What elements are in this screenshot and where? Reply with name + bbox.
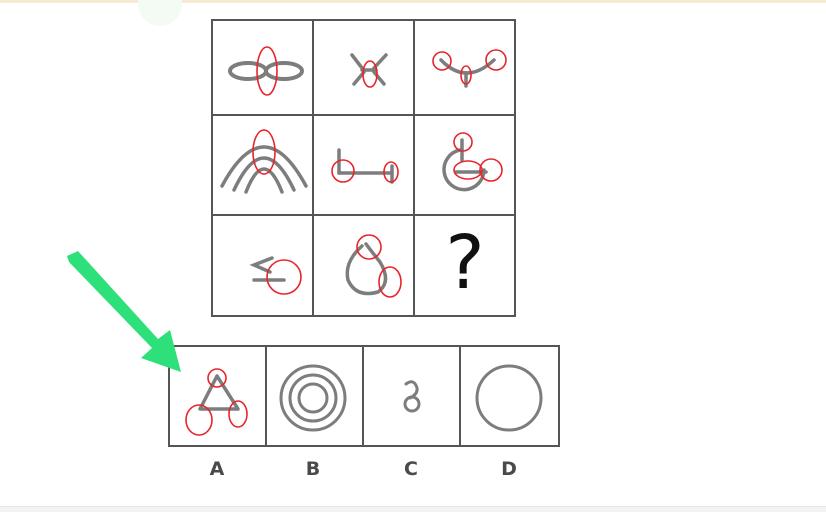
options-grid — [168, 345, 560, 447]
option-label-d[interactable]: D — [501, 458, 517, 480]
option-label-a[interactable]: A — [209, 458, 225, 480]
option-a-figure[interactable] — [198, 374, 240, 411]
option-d-figure[interactable] — [475, 364, 543, 432]
highlight-circle — [252, 129, 276, 175]
highlight-circle — [228, 400, 248, 428]
puzzle-grid — [211, 19, 516, 317]
option-b-figure[interactable] — [279, 364, 347, 432]
option-c-figure[interactable] — [403, 380, 421, 413]
highlight-circle — [485, 49, 507, 71]
option-label-c[interactable]: C — [404, 458, 418, 480]
highlight-circle — [256, 46, 278, 96]
highlight-circle — [453, 160, 483, 180]
answer-arrow-icon — [67, 251, 181, 372]
highlight-circle — [432, 51, 452, 71]
cell-2-1-figure — [220, 145, 308, 194]
highlight-circle — [479, 158, 503, 182]
top-strip — [0, 0, 826, 3]
cell-3-1-figure — [249, 256, 286, 282]
highlight-circle — [356, 234, 382, 260]
highlight-circle — [266, 259, 302, 295]
bottom-strip — [0, 507, 826, 512]
option-label-b[interactable]: B — [305, 458, 321, 480]
highlight-circle — [362, 60, 378, 88]
highlight-circle — [207, 368, 227, 388]
highlight-circle — [453, 132, 473, 152]
highlight-circle — [331, 159, 355, 183]
highlight-circle — [460, 65, 472, 85]
bottom-divider — [0, 506, 826, 507]
highlight-circle — [378, 266, 402, 298]
highlight-circle — [185, 404, 213, 436]
question-mark: ? — [445, 220, 485, 306]
highlight-circle — [383, 161, 399, 183]
cell-1-1-figure — [228, 61, 304, 81]
cell-2-2-figure — [337, 148, 394, 184]
cell-1-2-figure — [350, 53, 388, 86]
